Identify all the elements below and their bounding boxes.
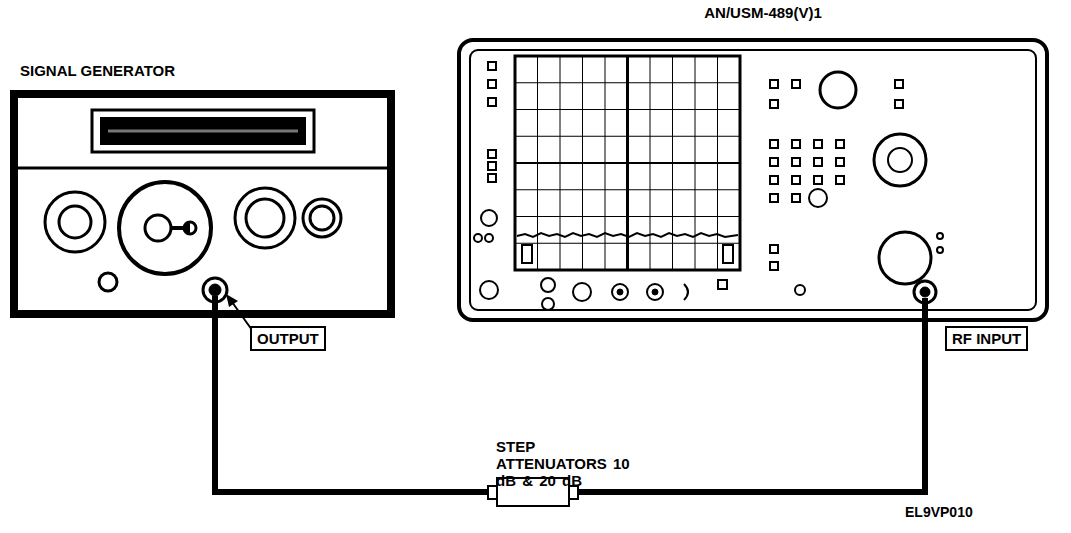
signal-generator: SIGNAL GENERATOR — [10, 62, 405, 318]
rf-input-tag: RF INPUT — [945, 326, 1028, 351]
signal-generator-drawing — [14, 94, 391, 318]
callout-label: RF INPUT — [945, 326, 1028, 351]
spectrum-analyzer: AN/USM-489(V)1 — [455, 4, 1071, 322]
callout-label: OUTPUT — [250, 326, 326, 351]
rf-cable — [215, 318, 488, 492]
step-attenuator: STEP ATTENUATORS 10 dB & 20 dB — [488, 438, 663, 508]
equipment-name: STEP ATTENUATORS 10 dB & 20 dB — [496, 438, 646, 489]
spectrum-analyzer-drawing — [459, 40, 1047, 322]
equipment-name: AN/USM-489(V)1 — [455, 4, 1071, 21]
rf-cable — [663, 322, 925, 492]
equipment-name: SIGNAL GENERATOR — [20, 62, 405, 79]
figure-number: EL9VP010 — [905, 504, 973, 520]
output-leader — [226, 294, 252, 330]
output-tag: OUTPUT — [250, 326, 326, 351]
